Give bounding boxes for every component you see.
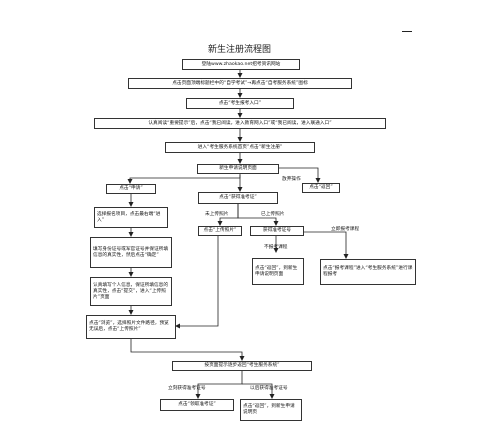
edge-label-give-up: 放弃操作 <box>282 177 301 182</box>
node-click-apply: 点击“申请” <box>106 184 156 194</box>
node-click-self-exam: 点击页面顶端标题栏中的“自学考试”→再点击“自考服务系统”图标 <box>128 78 352 89</box>
node-candidate-entry: 点击“考生报考入口” <box>186 98 294 109</box>
page-corner-mark <box>402 31 412 32</box>
diagram-title: 新生注册流程图 <box>207 45 271 55</box>
node-get-admission-ticket: 点击“获得准考证” <box>198 192 278 204</box>
node-select-item: 选择报名项目，点击最右端“进入” <box>94 207 168 228</box>
node-fill-info: 认真填写个人信息，保证所填信息的真实性，点击“提交”，进入“上传照片”页面 <box>90 277 172 306</box>
edge-label-get-now: 立刻获得准考证号 <box>168 386 206 391</box>
node-collect-ticket: 点击“领取准考证” <box>160 399 234 411</box>
edge-label-not-register: 不报考课程 <box>264 245 288 250</box>
edge-label-not-uploaded: 未上传照片 <box>205 212 229 217</box>
node-enter-service-system: 进入“考生服务系统首页”点击“新生注册” <box>165 142 315 153</box>
node-upload-photo: 点击“上传照片” <box>198 226 242 236</box>
edge-label-register-now: 立即报考课程 <box>331 227 360 232</box>
node-login-site: 登陆www.zhaokao.net招考资讯网站 <box>182 59 300 70</box>
node-ticket-number: 获得准考证号 <box>250 226 304 236</box>
edge-label-uploaded: 已上传照片 <box>261 212 285 217</box>
edge-label-get-later: 以后获得准考证号 <box>250 386 288 391</box>
node-browse-photo: 点击“浏览”，选择照片文件路径，预览无误后，点击“上传照片” <box>86 315 176 339</box>
node-click-return: 点击“返回” <box>302 183 340 193</box>
node-read-notice: 认真阅读“重要提示”后，点击“我已阅读，进入教育网入口”或“我已阅读，进入联通入… <box>94 118 386 129</box>
node-register-courses: 点击“报考课程”进入“考生服务系统”进行课程报考 <box>320 259 416 285</box>
node-fill-id: 填写身份证号或军官证号并保证所填信息的真实性，然后点击“确定” <box>90 237 172 268</box>
node-return-to-page: 点击“返回”，到新生申请说明页面 <box>252 258 304 285</box>
node-back-to-system: 按页面提示逐步返回“考生服务系统” <box>172 361 312 371</box>
node-application-page: 新生申请说明页面 <box>197 164 279 174</box>
node-return-later: 点击“返回”，到新生申请说明页 <box>240 399 302 421</box>
